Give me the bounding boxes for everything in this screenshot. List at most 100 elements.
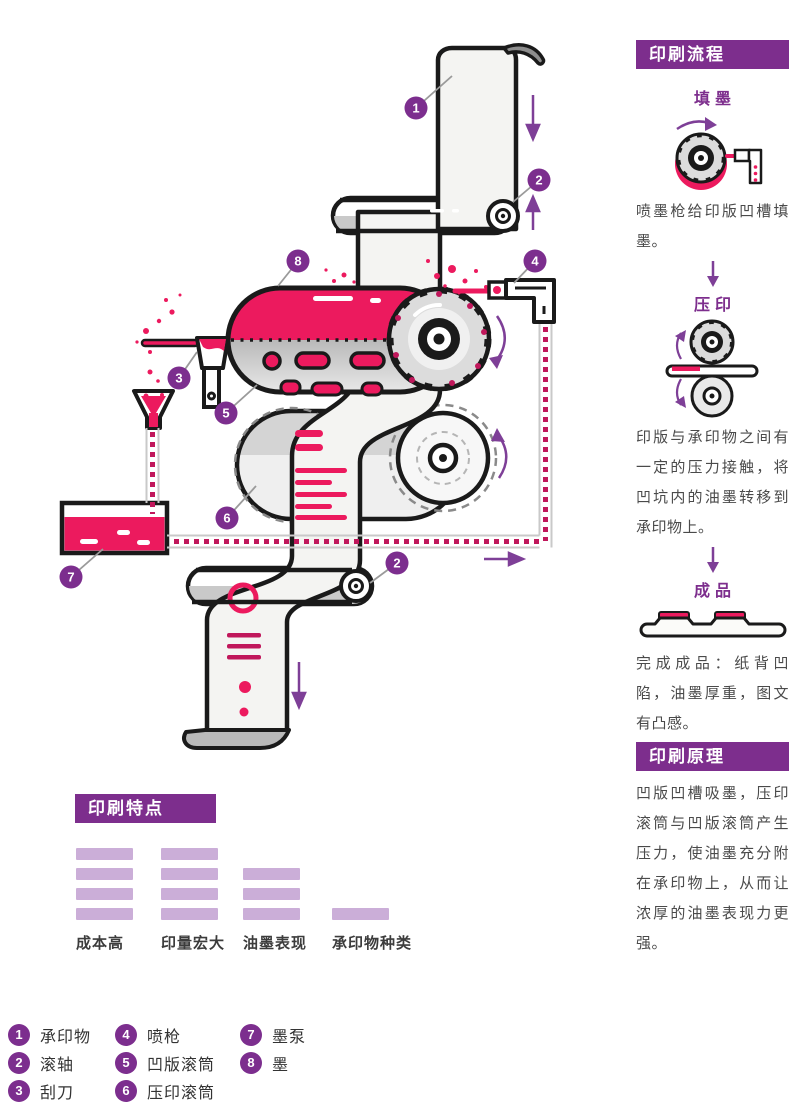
flow-arrow-down-icon: [706, 261, 719, 287]
gravure-cylinder: [225, 285, 492, 397]
arrow-down-bottom-icon: [291, 662, 307, 711]
arrow-right-icon: [484, 551, 527, 567]
feature-bar-segment: [76, 908, 133, 920]
ink-tank: [59, 500, 170, 556]
legend-item: 2 滚轴: [8, 1052, 91, 1074]
product-illustration: [639, 611, 786, 638]
legend-label: 滚轴: [40, 1057, 75, 1074]
legend-number-badge: 7: [240, 1024, 262, 1046]
badge-6: 6: [215, 506, 239, 530]
feature-column-ink: [243, 848, 300, 920]
feature-label: 承印物种类: [332, 935, 413, 952]
legend-number-badge: 6: [115, 1080, 137, 1102]
legend-number-badge: 3: [8, 1080, 30, 1102]
legend-label: 承印物: [40, 1029, 92, 1046]
feature-bar-segment: [161, 908, 218, 920]
feature-column-cost: [76, 848, 133, 920]
printed-marks: [295, 430, 347, 520]
feature-bar-segment: [76, 888, 133, 900]
principle-body: 凹版凹槽吸墨，压印滚筒与凹版滚筒产生压力，使油墨充分附在承印物上，从而让浓厚的油…: [636, 785, 789, 952]
ink-funnel: [132, 389, 175, 430]
principle-panel: 印刷原理 凹版凹槽吸墨，压印滚筒与凹版滚筒产生压力，使油墨充分附在承印物上，从而…: [636, 742, 789, 959]
ink-gun: [452, 278, 556, 324]
legend-column-1: 1 承印物 2 滚轴 3 刮刀: [8, 1024, 91, 1102]
legend-number-badge: 1: [8, 1024, 30, 1046]
badge-4: 4: [523, 249, 547, 273]
feature-bar-segment: [76, 848, 133, 860]
legend-number-badge: 4: [115, 1024, 137, 1046]
legend-item: 7 墨泵: [240, 1024, 306, 1046]
legend-item: 4 喷枪: [115, 1024, 215, 1046]
feature-bar-segment: [332, 908, 389, 920]
feature-label: 成本高: [76, 935, 125, 952]
feature-bar-segment: [243, 908, 300, 920]
paper-feed-top: [435, 43, 546, 232]
feature-bar-segment: [76, 868, 133, 880]
top-roller-cap: [430, 199, 520, 233]
direction-arrows: [291, 95, 541, 711]
features-header: 印刷特点: [75, 794, 216, 823]
feature-bar-segment: [161, 868, 218, 880]
legend-label: 压印滚筒: [147, 1085, 216, 1102]
badge-8: 8: [286, 249, 310, 273]
feature-column-substrate: [332, 848, 389, 920]
legend-label: 墨泵: [272, 1029, 307, 1046]
svg-text:5: 5: [222, 406, 229, 421]
svg-text:8: 8: [294, 254, 301, 269]
legend-item: 3 刮刀: [8, 1080, 91, 1102]
ink-splashes: [135, 259, 488, 383]
legend-item: 6 压印滚筒: [115, 1080, 215, 1102]
badge-1: 1: [404, 96, 428, 120]
step-caption-fill-ink: 喷墨枪给印版凹槽填墨。: [636, 203, 789, 250]
rotation-arrow-gravure-icon: [494, 315, 506, 362]
step-caption-press: 印版与承印物之间有一定的压力接触，将凹坑内的油墨转移到承印物上。: [636, 429, 789, 536]
gravure-gear: [386, 286, 492, 392]
fill-ink-illustration: [674, 117, 762, 190]
legend-number-badge: 2: [8, 1052, 30, 1074]
press-illustration: [665, 319, 758, 418]
badge-2-top: 2: [527, 168, 551, 192]
svg-text:6: 6: [223, 511, 230, 526]
feature-bar-segment: [161, 848, 218, 860]
svg-text:2: 2: [393, 556, 400, 571]
legend-number-badge: 5: [115, 1052, 137, 1074]
legend-label: 刮刀: [40, 1085, 75, 1102]
flow-panel-header: 印刷流程: [636, 40, 789, 69]
arrow-down-icon: [525, 95, 541, 143]
ink-circuit: [145, 322, 553, 549]
bottom-roller-cap: [339, 569, 373, 603]
doctor-blade: [140, 336, 230, 409]
badge-7: 7: [59, 565, 83, 589]
feature-bar-segment: [243, 888, 300, 900]
legend-label: 墨: [272, 1057, 290, 1074]
step-title-product: 成品: [693, 583, 736, 600]
svg-text:2: 2: [535, 173, 542, 188]
badge-3: 3: [167, 366, 191, 390]
feature-bar-segment: [161, 888, 218, 900]
svg-text:7: 7: [67, 570, 74, 585]
number-badges: 1 2 8 4 3 5 6 7 2: [59, 96, 551, 589]
badge-5: 5: [214, 401, 238, 425]
feature-column-volume: [161, 848, 218, 920]
principle-panel-header: 印刷原理: [636, 742, 789, 771]
svg-text:1: 1: [412, 101, 419, 116]
legend-item: 1 承印物: [8, 1024, 91, 1046]
step-title-fill-ink: 填墨: [693, 91, 736, 108]
printed-marks-exit: [227, 582, 261, 717]
printing-press-diagram: 1 2 8 4 3 5 6 7 2: [59, 43, 556, 750]
legend-label: 喷枪: [147, 1029, 182, 1046]
step-title-press: 压印: [693, 297, 736, 314]
legend-number-badge: 8: [240, 1052, 262, 1074]
flow-arrow-down-icon: [706, 547, 719, 573]
flow-panel: 印刷流程 填墨 喷墨枪给印版凹槽填墨。 压印: [636, 40, 789, 739]
arrow-up-icon: [525, 193, 541, 230]
feature-bar-segment: [243, 868, 300, 880]
feature-label: 印量宏大: [161, 935, 226, 952]
svg-text:4: 4: [531, 254, 539, 269]
svg-text:3: 3: [175, 371, 182, 386]
step-caption-product: 完成成品：纸背凹陷，油墨厚重，图文有凸感。: [636, 655, 789, 732]
